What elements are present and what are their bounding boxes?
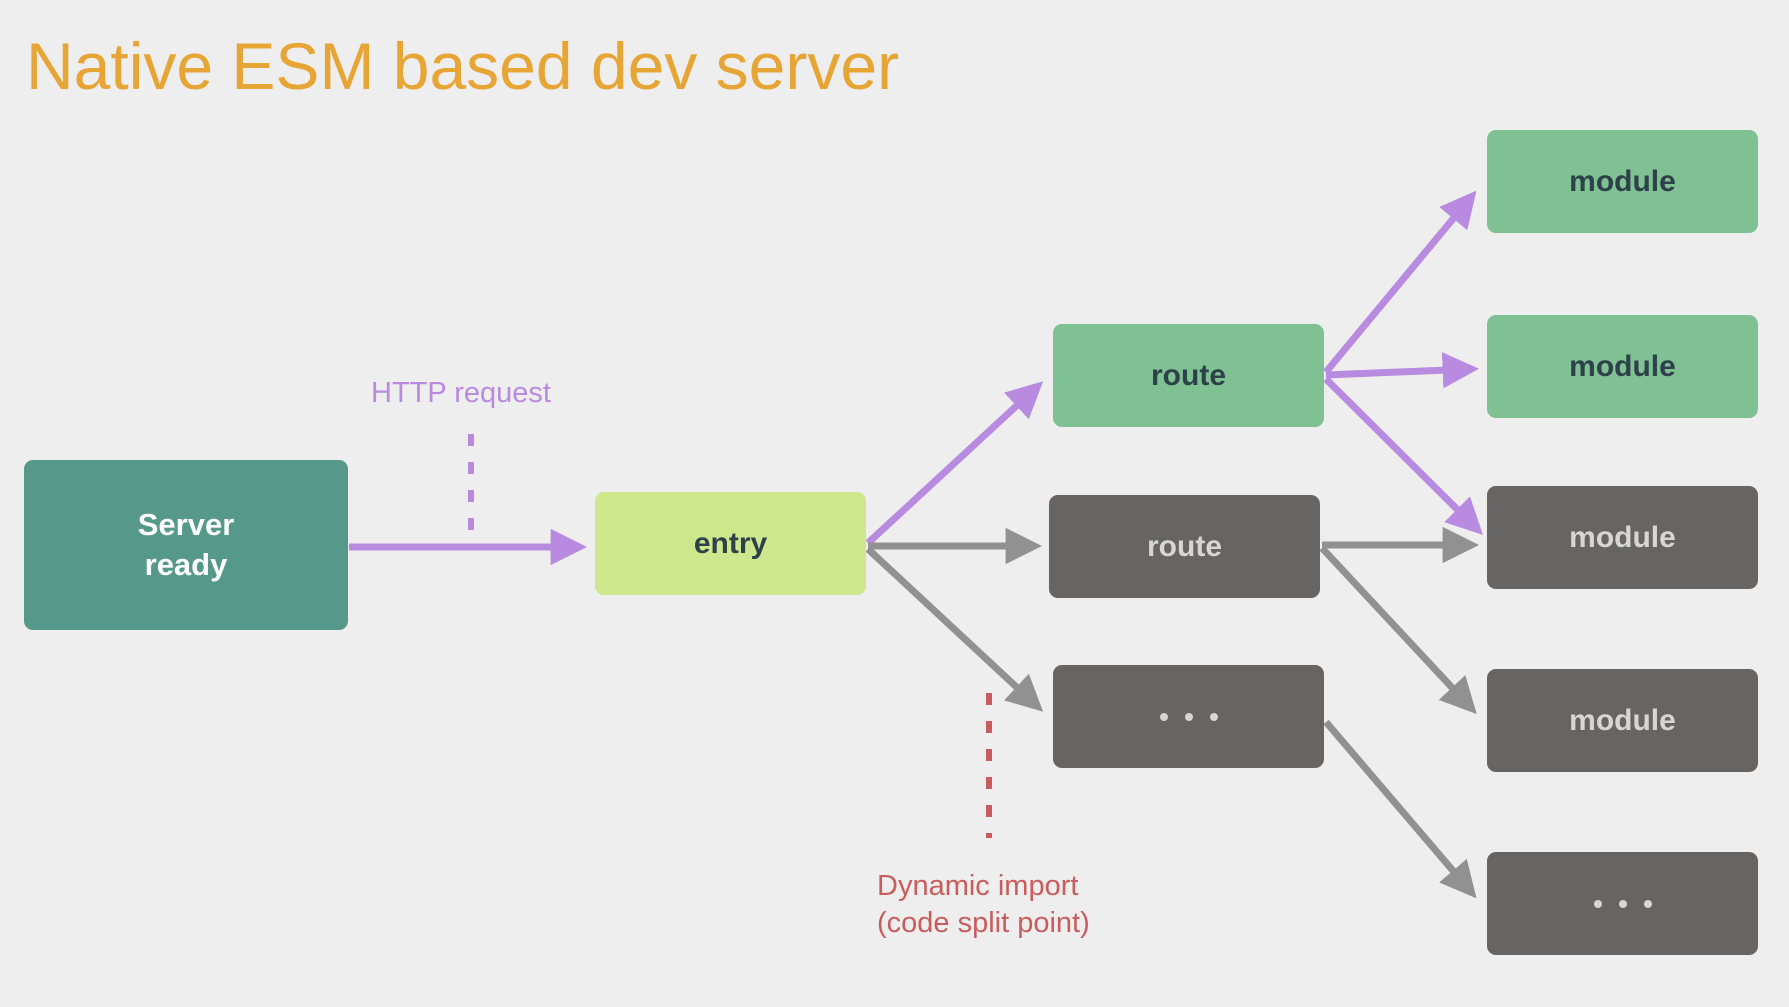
node-module-4[interactable]: module <box>1487 669 1758 772</box>
node-route-active[interactable]: route <box>1053 324 1324 427</box>
edge-route-ellipsis-to-module-ellipsis <box>1323 719 1477 899</box>
edge-entry-to-route-active <box>865 381 1044 546</box>
edge-route-active-to-module-3 <box>1323 376 1483 535</box>
node-entry-label: entry <box>693 527 768 560</box>
edge-route-active-to-module-2 <box>1325 352 1479 389</box>
ellipsis-icon <box>1593 899 1652 908</box>
node-module-2-label: module <box>1569 350 1676 383</box>
annotation-dynamic-import: Dynamic import (code split point) <box>877 870 1090 940</box>
node-server-ready[interactable]: Server ready <box>24 460 348 630</box>
node-module-4-label: module <box>1569 704 1676 737</box>
node-module-3[interactable]: module <box>1487 486 1758 589</box>
node-route-ellipsis[interactable] <box>1053 665 1324 768</box>
node-route-inactive[interactable]: route <box>1049 495 1320 598</box>
node-server-ready-label: Server ready <box>137 506 235 582</box>
node-route-inactive-label: route <box>1147 530 1222 563</box>
annotation-http-request: HTTP request <box>371 377 551 409</box>
node-module-ellipsis[interactable] <box>1487 852 1758 955</box>
edge-route-inactive-to-module-4 <box>1319 545 1477 715</box>
edge-entry-to-route-ellipsis <box>865 546 1044 712</box>
node-module-2[interactable]: module <box>1487 315 1758 418</box>
node-module-1-label: module <box>1569 165 1676 198</box>
node-route-active-label: route <box>1151 359 1226 392</box>
edge-route-active-to-module-1 <box>1323 190 1477 375</box>
node-module-3-label: module <box>1569 521 1676 554</box>
ellipsis-icon <box>1159 712 1218 721</box>
page-title: Native ESM based dev server <box>26 29 900 103</box>
node-module-1[interactable]: module <box>1487 130 1758 233</box>
node-entry[interactable]: entry <box>595 492 866 595</box>
